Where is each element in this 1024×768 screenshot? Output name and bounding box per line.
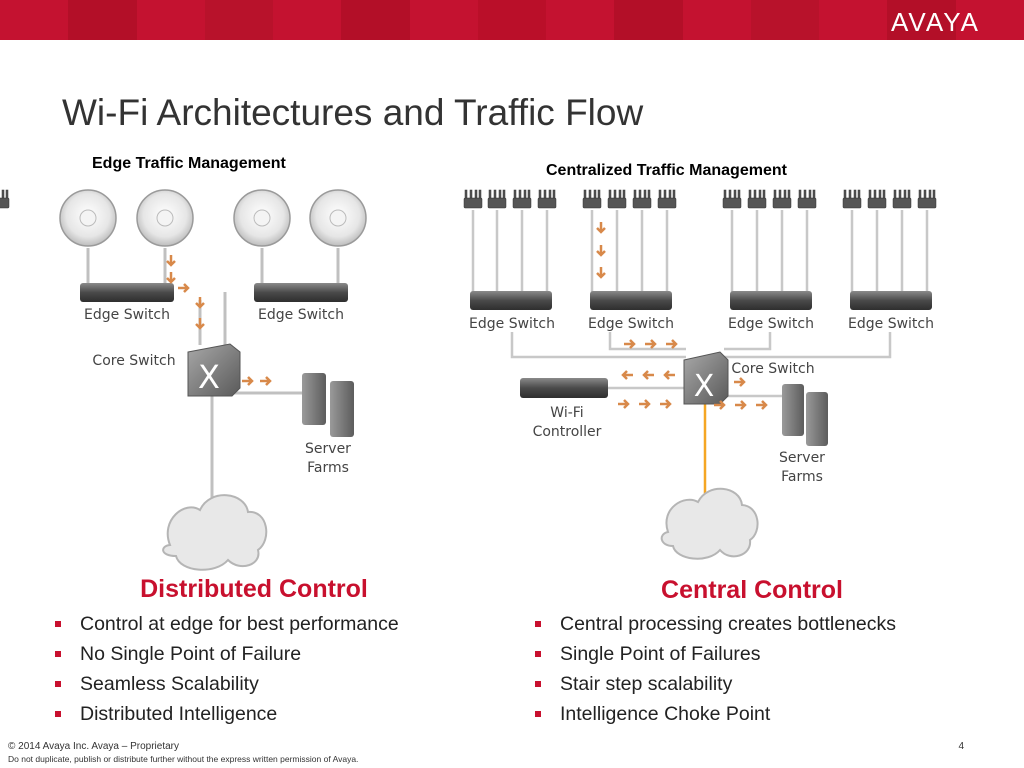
header-bar <box>0 0 1024 40</box>
central-heading: Central Control <box>661 576 843 604</box>
list-item: Single Point of Failures <box>530 639 896 669</box>
central-access-point-row <box>0 189 937 209</box>
central-subtitle: Centralized Traffic Management <box>546 162 787 179</box>
bullet-icon <box>535 651 541 657</box>
central-switch-label-3: Edge Switch <box>728 316 814 332</box>
central-edge-switch-4 <box>850 291 932 310</box>
bullet-icon <box>55 711 61 717</box>
edge-server-label-2: Farms <box>307 460 349 476</box>
central-cloud-icon <box>660 487 759 560</box>
edge-server-farm <box>302 373 354 437</box>
edge-core-label: Core Switch <box>92 353 175 369</box>
central-edge-switch-2 <box>590 291 672 310</box>
header-bar-segment <box>887 0 956 40</box>
header-bar-segment <box>750 0 820 40</box>
header-bar-segment <box>68 0 137 40</box>
header-bar-segment <box>204 0 274 40</box>
list-item: No Single Point of Failure <box>50 639 399 669</box>
central-links <box>471 210 929 398</box>
distributed-heading: Distributed Control <box>140 575 368 603</box>
bullet-icon <box>55 681 61 687</box>
edge-switch-label-1: Edge Switch <box>84 307 170 323</box>
controller-label-1: Wi-Fi <box>550 405 583 421</box>
edge-switch-1 <box>80 283 174 302</box>
central-edge-switch-1 <box>470 291 552 310</box>
svg-text:X: X <box>198 358 220 396</box>
central-diagram: Edge Switch Edge Switch Edge Switch Edge… <box>0 189 937 560</box>
list-item: Central processing creates bottlenecks <box>530 609 896 639</box>
bullet-icon <box>535 711 541 717</box>
header-bar-segment <box>409 0 478 40</box>
central-edge-switch-3 <box>730 291 812 310</box>
list-item: Distributed Intelligence <box>50 699 399 729</box>
footer-copyright: © 2014 Avaya Inc. Avaya – Proprietary <box>8 741 179 752</box>
header-bar-segment <box>136 0 205 40</box>
list-item: Stair step scalability <box>530 669 896 699</box>
bullet-icon <box>55 651 61 657</box>
wifi-controller <box>520 378 608 398</box>
list-item: Seamless Scalability <box>50 669 399 699</box>
edge-flow-arrows <box>166 255 272 386</box>
avaya-logo: AVAYA <box>891 7 980 37</box>
central-server-label-1: Server <box>779 450 825 466</box>
edge-cloud-icon <box>162 494 268 571</box>
edge-core-switch: X <box>187 343 241 397</box>
central-core-switch: X <box>683 351 729 405</box>
slide-title: Wi-Fi Architectures and Traffic Flow <box>62 92 644 133</box>
bullet-icon <box>535 681 541 687</box>
central-core-label: Core Switch <box>731 361 814 377</box>
central-server-farm <box>782 384 828 446</box>
edge-server-label-1: Server <box>305 441 351 457</box>
bullet-icon <box>55 621 61 627</box>
bullet-icon <box>535 621 541 627</box>
header-bar-segment <box>614 0 683 40</box>
footer-notice: Do not duplicate, publish or distribute … <box>8 754 359 764</box>
page-number: 4 <box>958 741 964 752</box>
central-switch-label-2: Edge Switch <box>588 316 674 332</box>
architecture-diagram: Edge Switch Edge Switch X Core Switch Se… <box>0 189 937 571</box>
list-item: Intelligence Choke Point <box>530 699 896 729</box>
svg-text:X: X <box>694 369 715 404</box>
header-bar-segment <box>0 0 69 40</box>
list-item: Control at edge for best performance <box>50 609 399 639</box>
central-server-label-2: Farms <box>781 469 823 485</box>
header-bar-segment <box>341 0 410 40</box>
header-bar-segment <box>477 0 547 40</box>
central-flow-arrows <box>596 222 768 410</box>
edge-subtitle: Edge Traffic Management <box>92 155 286 172</box>
edge-switch-2 <box>254 283 348 302</box>
central-switch-label-1: Edge Switch <box>469 316 555 332</box>
header-bar-segment <box>273 0 342 40</box>
edge-diagram: Edge Switch Edge Switch X Core Switch Se… <box>59 189 367 571</box>
controller-label-2: Controller <box>533 424 602 440</box>
header-bar-segment <box>819 0 888 40</box>
edge-access-point <box>59 189 367 247</box>
central-bullet-list: Central processing creates bottlenecks S… <box>530 609 896 729</box>
header-bar-segment <box>682 0 751 40</box>
distributed-bullet-list: Control at edge for best performance No … <box>50 609 399 729</box>
central-switch-label-4: Edge Switch <box>848 316 934 332</box>
header-bar-segment <box>546 0 615 40</box>
edge-switch-label-2: Edge Switch <box>258 307 344 323</box>
header-bar-segment <box>955 0 1024 40</box>
